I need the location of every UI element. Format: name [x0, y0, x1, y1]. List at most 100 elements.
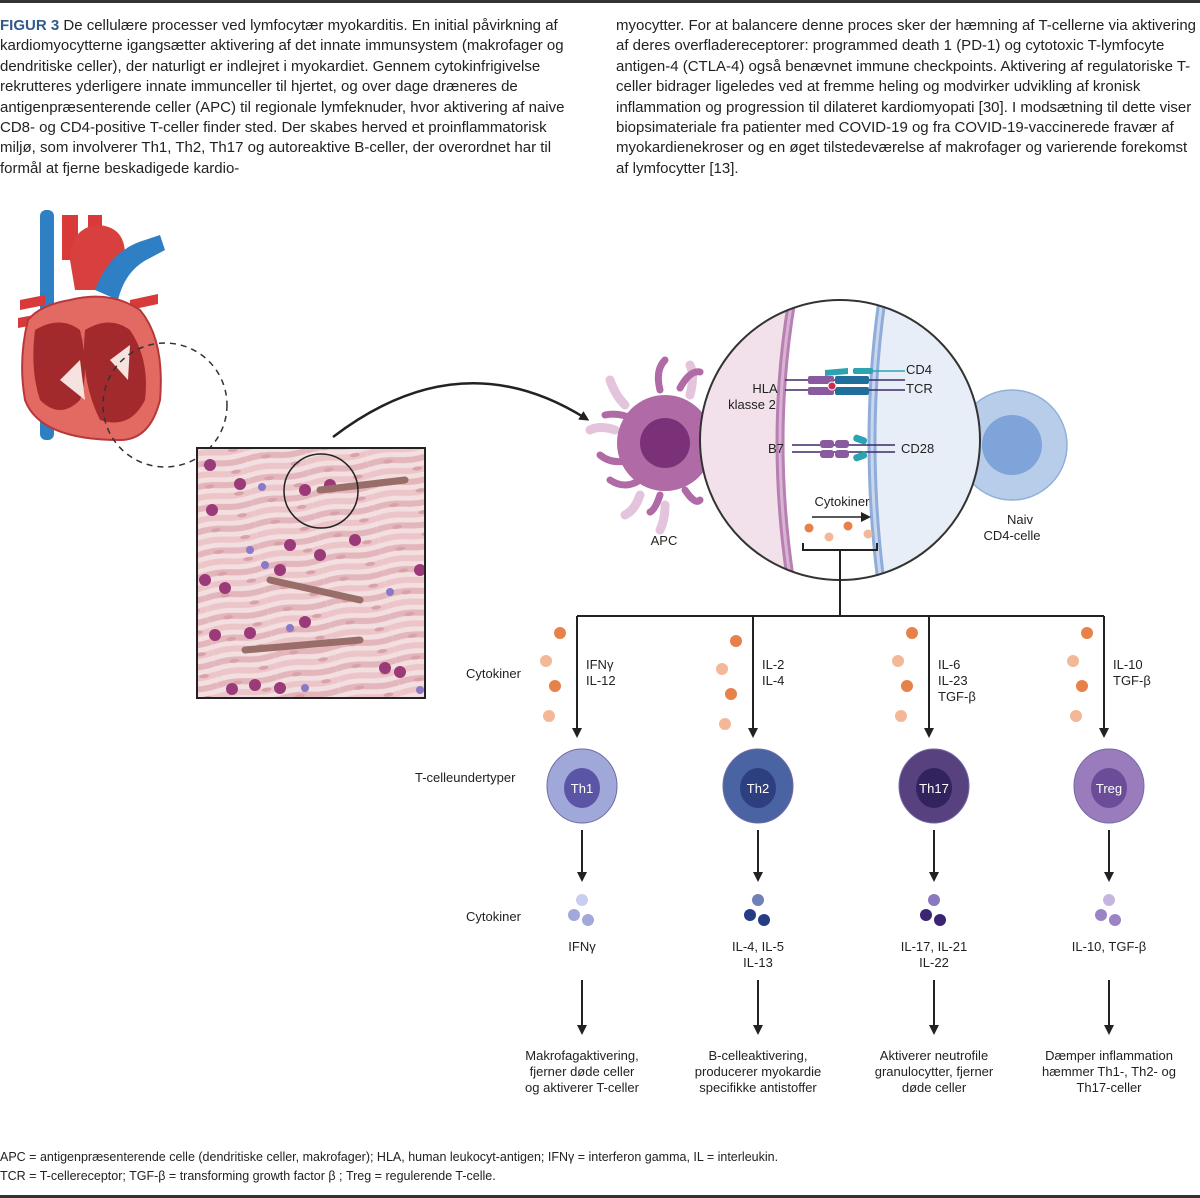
cytokine-dot	[540, 655, 552, 667]
immune-cell	[394, 666, 406, 678]
caption-left-column: FIGUR 3 De cellulære processer ved lymfo…	[0, 16, 585, 179]
immune-cell	[286, 624, 294, 632]
cytokine-dot	[582, 914, 594, 926]
cytokine-dot	[1081, 627, 1093, 639]
cytokine-dot	[719, 718, 731, 730]
effect-label: Dæmper inflammation	[1045, 1048, 1173, 1063]
t-cell-branches: IFNγIL-12Th1IFNγMakrofagaktivering,fjern…	[525, 616, 1176, 1095]
input-cytokine-label: IL-2	[762, 657, 784, 672]
hla-tcr-complex	[785, 368, 905, 395]
immune-cell	[274, 564, 286, 576]
branch-th1: IFNγIL-12Th1IFNγMakrofagaktivering,fjern…	[525, 616, 640, 1095]
immune-cell	[301, 684, 309, 692]
hla-label-line2: klasse 2	[728, 397, 776, 412]
effect-label: granulocytter, fjerner	[875, 1064, 994, 1079]
tcr-label: TCR	[906, 381, 933, 396]
branch-connector	[577, 550, 1104, 617]
apc-label: APC	[651, 533, 678, 548]
cytokine-dot	[1109, 914, 1121, 926]
cytokine-dot	[725, 688, 737, 700]
hla-label-line1: HLA	[752, 381, 778, 396]
caption-right-text: myocytter. For at balancere denne proces…	[616, 17, 1197, 177]
heart-illustration	[18, 210, 228, 468]
effect-label: døde celler	[902, 1080, 967, 1095]
cytokine-dot	[758, 914, 770, 926]
cytokine-dot	[1103, 894, 1115, 906]
immune-cell	[209, 629, 221, 641]
naive-label-line1: Naiv	[1007, 512, 1034, 527]
caption-right-column: myocytter. For at balancere denne proces…	[616, 16, 1200, 179]
effect-label: Th17-celler	[1076, 1080, 1142, 1095]
row-label-t-cell-subtypes: T-celleundertyper	[415, 770, 516, 785]
input-cytokine-label: IFNγ	[586, 657, 614, 672]
immune-cell	[379, 662, 391, 674]
cytokine-dot	[895, 710, 907, 722]
naive-label-line2: CD4-celle	[983, 528, 1040, 543]
t-cell-label: Th2	[747, 781, 769, 796]
t-cell-label: Th1	[571, 781, 593, 796]
immune-cell	[226, 683, 238, 695]
immune-cell	[284, 539, 296, 551]
cytokine-dot	[744, 909, 756, 921]
cd28-label: CD28	[901, 441, 934, 456]
input-cytokine-label: IL-4	[762, 673, 784, 688]
t-cell-treg: Treg	[1073, 748, 1145, 824]
cytokine-dot	[543, 710, 555, 722]
immune-cell	[386, 588, 394, 596]
cytokine-dot	[906, 627, 918, 639]
cytokine-dot	[934, 914, 946, 926]
myocardium-tissue-inset	[196, 447, 426, 699]
immune-synapse: HLA klasse 2 CD4 TCR B7 CD28 Cytokiner	[699, 299, 981, 581]
input-cytokine-label: TGF-β	[938, 689, 976, 704]
cytokine-dot	[1070, 710, 1082, 722]
input-cytokine-label: IL-23	[938, 673, 968, 688]
synapse-cytokines-label: Cytokiner	[815, 494, 871, 509]
immune-cell	[414, 564, 425, 576]
top-rule	[0, 0, 1200, 3]
input-cytokine-dots	[540, 627, 566, 722]
immune-cell	[299, 484, 311, 496]
tissue-highlight-circle	[283, 453, 359, 529]
input-cytokine-dots	[1067, 627, 1093, 722]
output-cytokine-dots	[920, 894, 946, 926]
row-label-cytokines-in: Cytokiner	[466, 666, 522, 681]
immune-cell	[249, 679, 261, 691]
immune-cell	[246, 546, 254, 554]
immune-cell	[258, 483, 266, 491]
cytokine-dot	[1067, 655, 1079, 667]
immune-cell	[199, 574, 211, 586]
cytokine-dot	[892, 655, 904, 667]
zoom-region-circle	[102, 342, 228, 468]
cytokine-dot	[576, 894, 588, 906]
effect-label: producerer myokardie	[695, 1064, 821, 1079]
cd4-label: CD4	[906, 362, 932, 377]
row-label-cytokines-out: Cytokiner	[466, 909, 522, 924]
output-cytokine-label: IL-13	[743, 955, 773, 970]
t-cell-label: Treg	[1096, 781, 1122, 796]
input-cytokine-label: IL-10	[1113, 657, 1143, 672]
immune-cell	[349, 534, 361, 546]
apc-cell: APC	[585, 356, 713, 548]
t-cell-label: Th17	[919, 781, 949, 796]
cytokine-dot	[568, 909, 580, 921]
output-cytokine-label: IL-10, TGF-β	[1072, 939, 1146, 954]
input-cytokine-label: IL-12	[586, 673, 616, 688]
footnote-line-1: APC = antigenpræsenterende celle (dendri…	[0, 1150, 779, 1164]
effect-label: B-celleaktivering,	[709, 1048, 808, 1063]
input-cytokine-dots	[716, 635, 742, 730]
b7-cd28-complex	[792, 434, 895, 462]
immune-cell	[314, 549, 326, 561]
input-cytokine-label: IL-6	[938, 657, 960, 672]
t-cell-th2: Th2	[722, 748, 794, 824]
output-cytokine-dots	[568, 894, 594, 926]
immune-cell	[234, 478, 246, 490]
output-cytokine-label: IFNγ	[568, 939, 596, 954]
immune-cell	[274, 682, 286, 694]
cytokine-dot	[920, 909, 932, 921]
immune-cell	[244, 627, 256, 639]
caption-left-text: De cellulære processer ved lymfocytær my…	[0, 17, 565, 177]
output-cytokine-label: IL-4, IL-5	[732, 939, 784, 954]
curved-arrow	[332, 381, 590, 438]
